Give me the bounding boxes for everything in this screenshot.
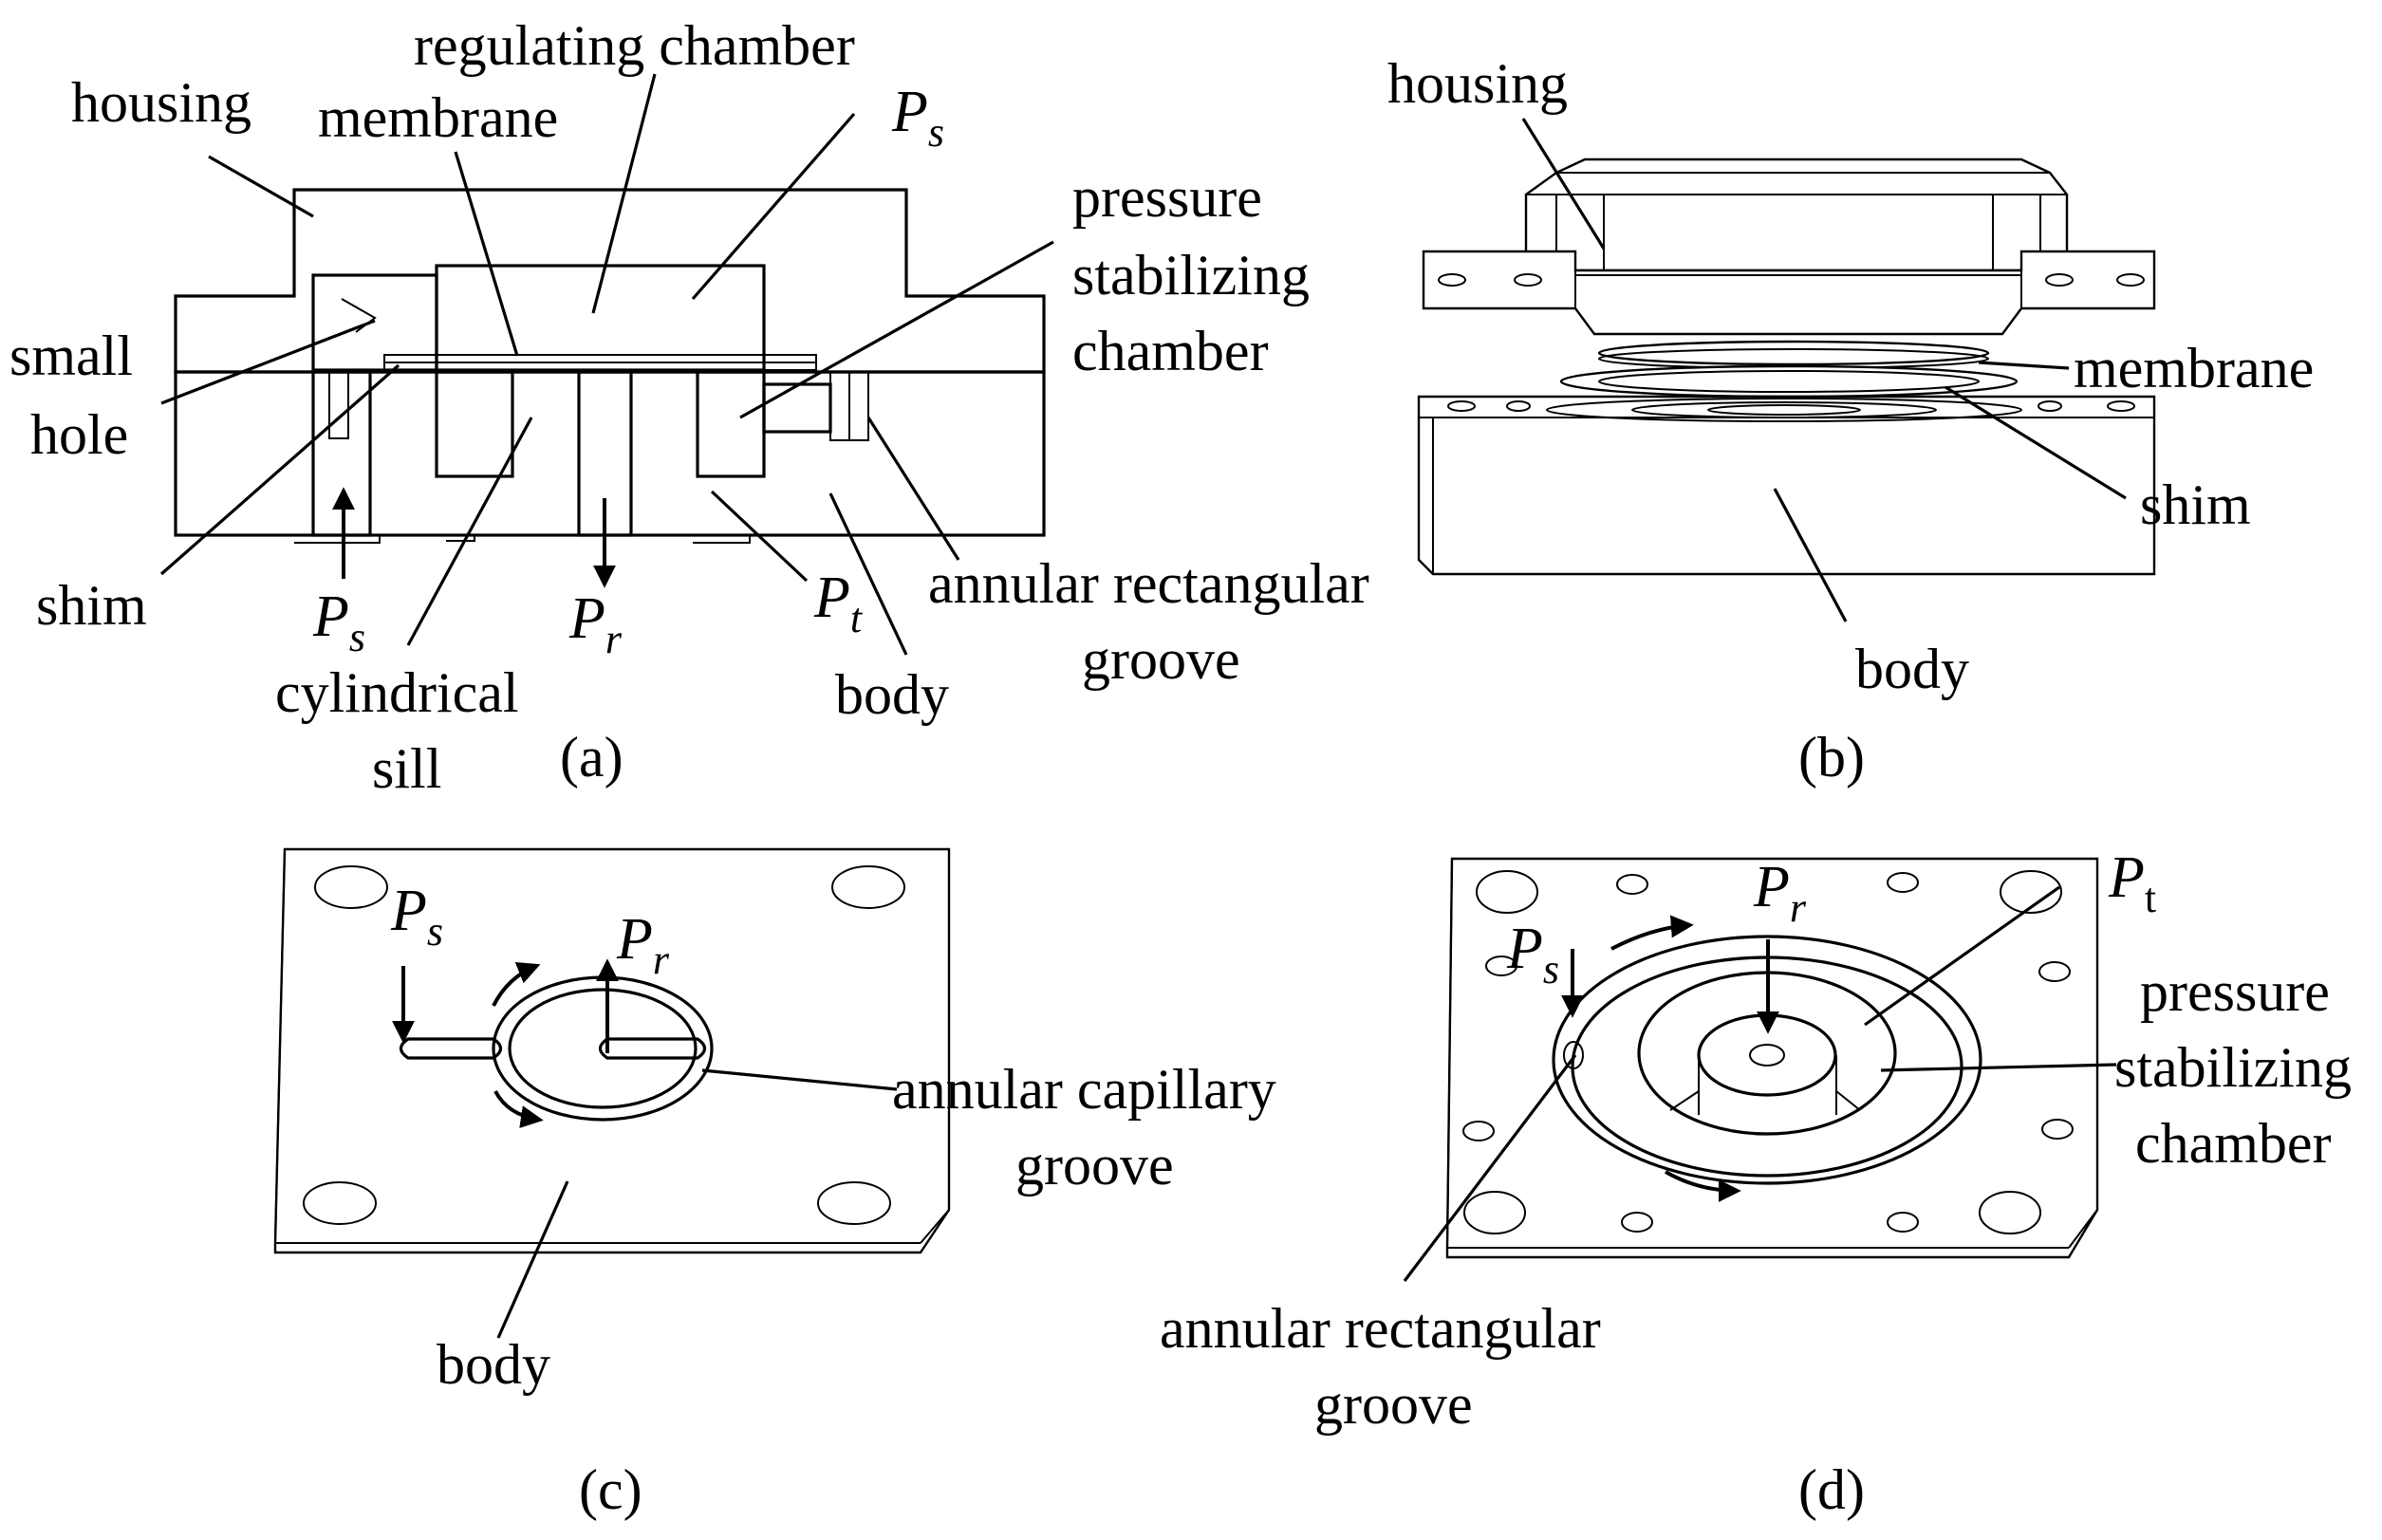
label-c-ps: Ps [390, 879, 443, 955]
body-section [174, 370, 1046, 537]
label-small: small [9, 325, 133, 387]
label-chamber: chamber [1072, 320, 1269, 382]
label-pressure: pressure [1072, 166, 1262, 229]
caption-b: (b) [1798, 726, 1865, 789]
label-annular-rectangular: annular rectangular [928, 552, 1369, 615]
caption-c: (c) [579, 1458, 642, 1521]
label-d-pressure: pressure [2140, 960, 2330, 1023]
caption-d: (d) [1798, 1458, 1865, 1521]
label-b-shim: shim [2140, 473, 2251, 536]
panel-a: housing regulating chamber membrane Ps p… [9, 14, 1369, 800]
shim-layer [383, 362, 817, 371]
body-3d [1417, 395, 2156, 576]
label-groove: groove [1082, 628, 1240, 691]
label-shim: shim [36, 574, 147, 637]
label-d-pt: Pt [2108, 845, 2156, 921]
annular-capillary-groove-inner [508, 988, 698, 1109]
label-b-body: body [1855, 638, 1969, 700]
membrane-layer [383, 354, 817, 363]
label-c-groove: groove [1015, 1134, 1174, 1197]
label-c-pr: Pr [616, 907, 670, 983]
small-hole-cavity [311, 273, 438, 372]
label-housing: housing [71, 71, 251, 134]
pressure-stabilizing-cavity [696, 370, 766, 478]
label-b-membrane: membrane [2074, 337, 2314, 399]
housing-3d [1524, 158, 2069, 272]
label-b-housing: housing [1387, 52, 1568, 115]
label-d-stabilizing: stabilizing [2114, 1036, 2352, 1099]
label-regulating-chamber: regulating chamber [414, 14, 855, 77]
label-d-ps: Ps [1506, 917, 1559, 993]
label-d-chamber: chamber [2135, 1112, 2332, 1175]
annular-groove-cavity [762, 382, 832, 434]
label-membrane: membrane [318, 86, 558, 149]
label-c-annular-capillary: annular capillary [892, 1058, 1276, 1121]
panel-c: Ps Pr annular capillary groove body (c) [273, 847, 1276, 1521]
label-stabilizing: stabilizing [1072, 244, 1310, 306]
label-d-pr: Pr [1753, 855, 1807, 931]
label-c-body: body [437, 1333, 550, 1396]
label-ps-top: Ps [891, 80, 944, 156]
label-pt: Pt [813, 566, 864, 641]
label-hole: hole [30, 403, 128, 466]
body-block-c [273, 847, 951, 1254]
label-d-groove: groove [1314, 1373, 1473, 1436]
annular-rectangular-groove-outer [1552, 935, 1982, 1185]
label-pr: Pr [568, 586, 623, 662]
panel-b: housing membrane shim body (b) [1387, 52, 2314, 789]
label-cylindrical: cylindrical [275, 661, 519, 724]
label-ps-bottom: Ps [312, 584, 365, 660]
caption-a: (a) [560, 726, 623, 789]
housing-section [174, 188, 1046, 374]
label-sill: sill [372, 737, 441, 800]
membrane-3d [1597, 340, 1990, 366]
label-body: body [835, 663, 949, 726]
label-d-annular-rectangular: annular rectangular [1160, 1297, 1601, 1360]
cylindrical-sill-gap [435, 370, 514, 478]
panel-d: Pt Ps Pr pressure stabilizing chamber an… [1160, 845, 2352, 1521]
